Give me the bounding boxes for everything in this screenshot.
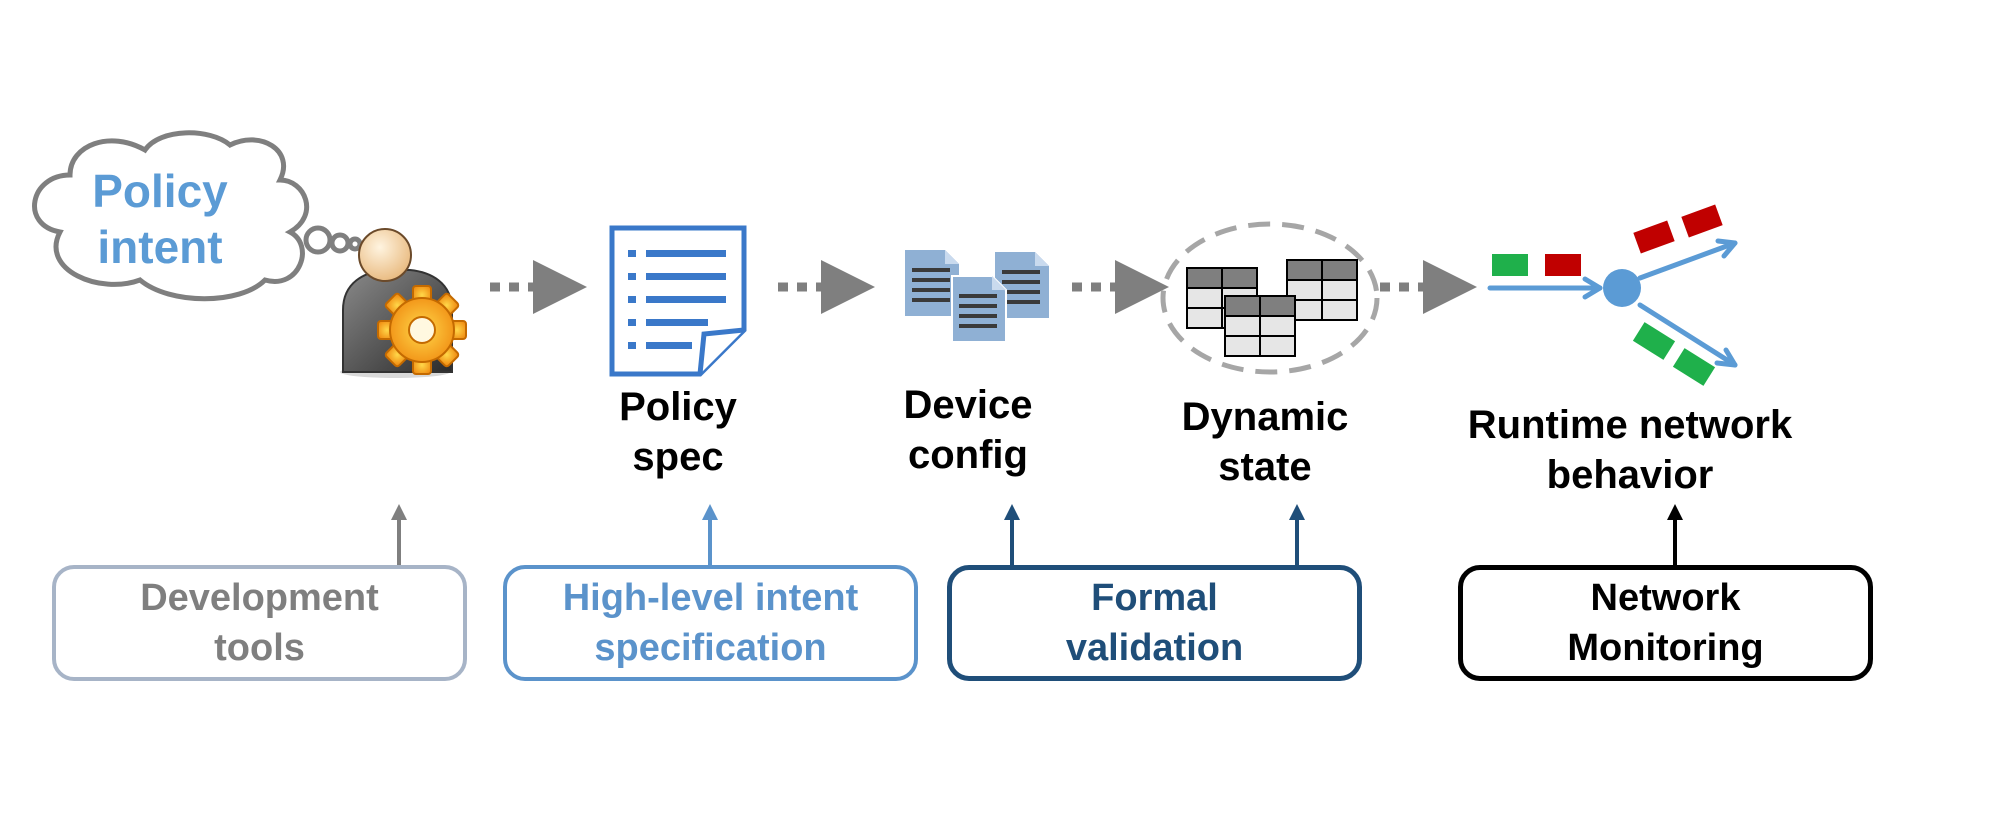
network-monitoring-box: Network Monitoring [1458, 565, 1873, 681]
formal-line1: Formal [1091, 577, 1218, 619]
dynamic-state-label: Dynamic state [1155, 392, 1375, 492]
device-config-line2: config [908, 433, 1028, 477]
runtime-line2: behavior [1546, 453, 1714, 497]
policy-spec-label: Policy spec [578, 382, 778, 482]
document-list-icon [609, 225, 747, 377]
monitoring-line2: Monitoring [1567, 627, 1764, 669]
formal-validation-box: Formal validation [947, 565, 1362, 681]
user-gear-icon [340, 228, 467, 378]
thought-cloud-icon [32, 130, 363, 302]
runtime-line1: Runtime network [1467, 403, 1793, 447]
table-state-icon [1160, 221, 1380, 375]
dev-tools-line2: tools [214, 627, 305, 669]
dynamic-state-line1: Dynamic [1181, 395, 1349, 439]
intent-specification-box: High-level intent specification [503, 565, 918, 681]
cloud-text-line2: intent [97, 221, 223, 273]
runtime-behavior-label: Runtime network behavior [1430, 400, 1830, 500]
intent-spec-line2: specification [594, 627, 827, 669]
dev-tools-line1: Development [140, 577, 379, 619]
cloud-text-line1: Policy [92, 165, 228, 217]
dynamic-state-line2: state [1218, 445, 1312, 489]
device-config-line1: Device [903, 383, 1033, 427]
policy-spec-line2: spec [632, 435, 724, 479]
policy-spec-line1: Policy [619, 385, 737, 429]
config-files-icon [905, 250, 1049, 343]
device-config-label: Device config [868, 380, 1068, 480]
monitoring-line1: Network [1590, 577, 1741, 619]
cloud-text: Policy intent [60, 163, 260, 275]
formal-line2: validation [1065, 627, 1244, 669]
support-arrows [391, 504, 1683, 565]
packet-routing-icon [1487, 204, 1738, 386]
intent-spec-line1: High-level intent [562, 577, 859, 619]
development-tools-box: Development tools [52, 565, 467, 681]
